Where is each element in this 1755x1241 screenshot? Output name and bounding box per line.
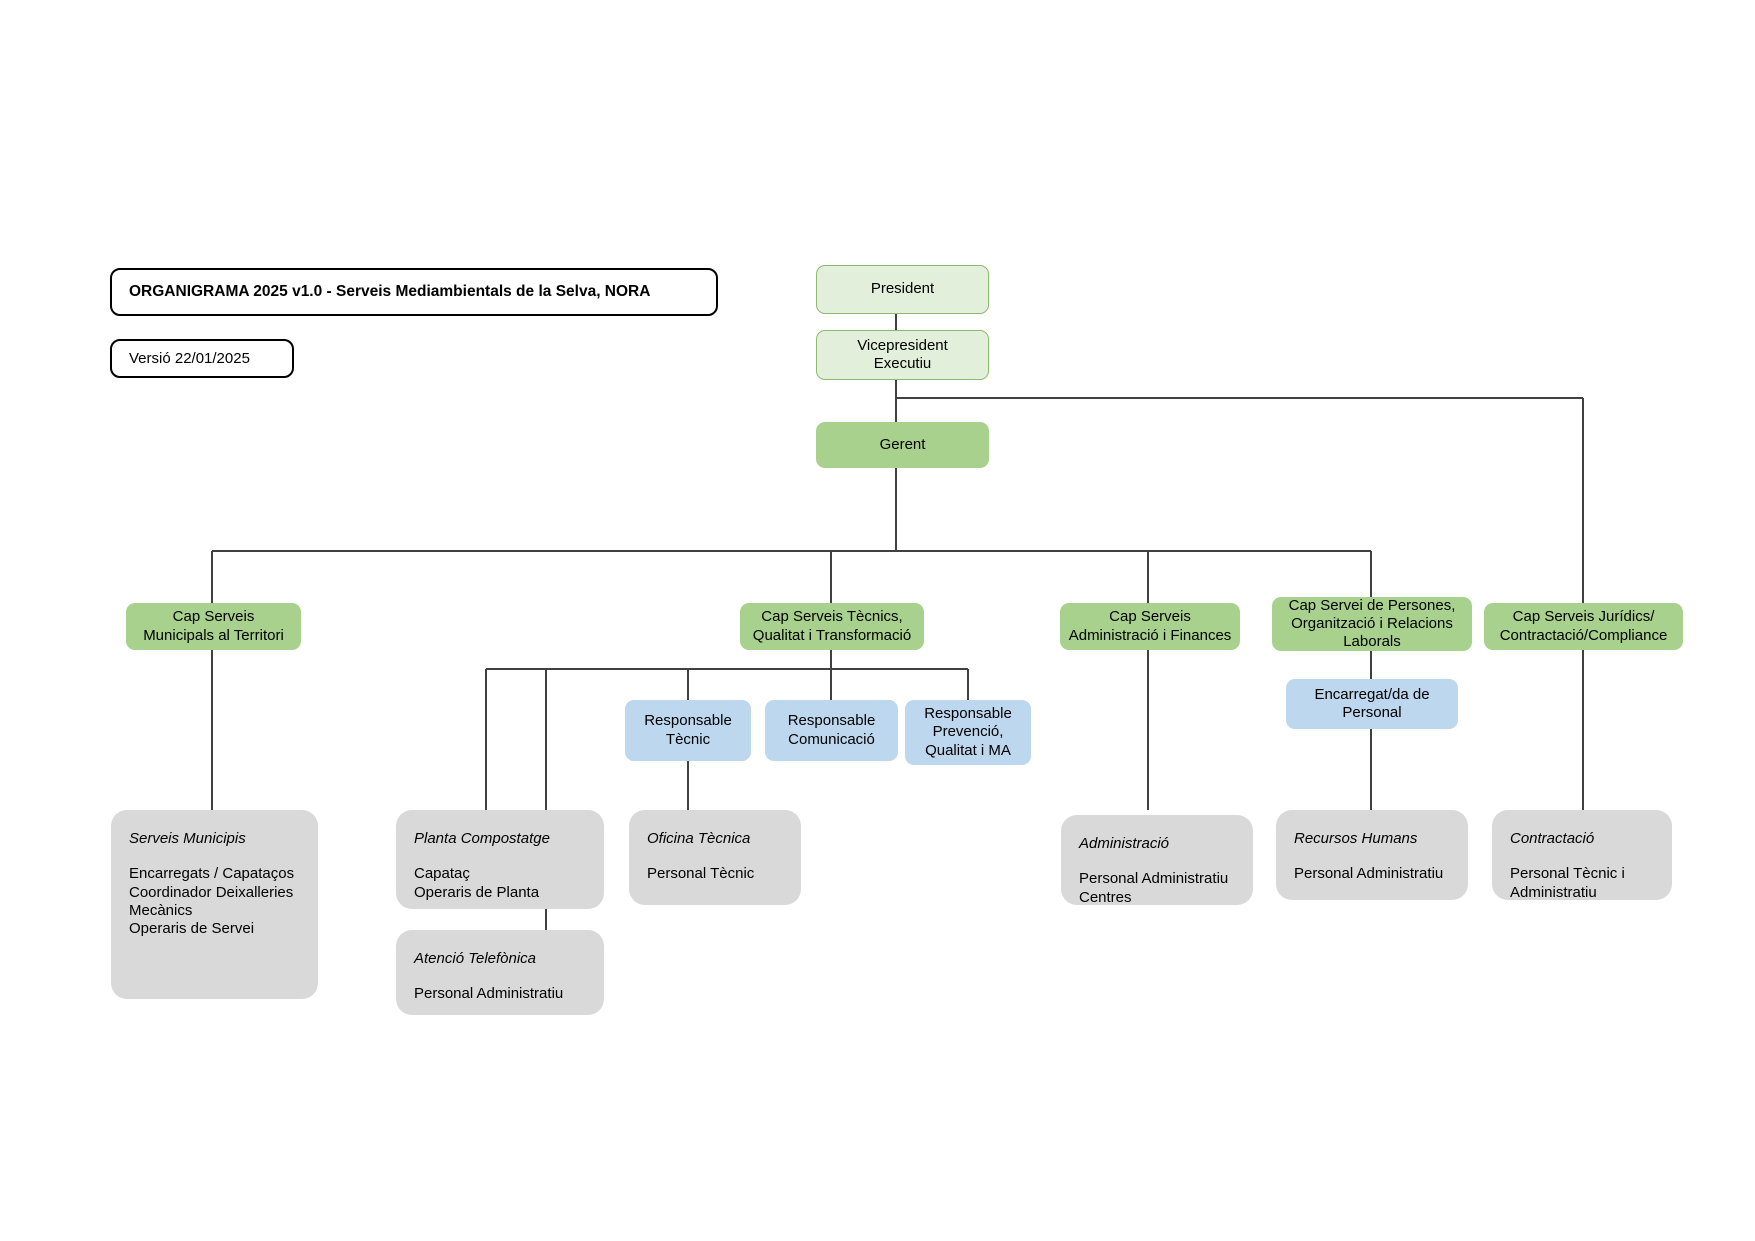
detail-recursos-humans: Recursos Humans Personal Administratiu <box>1276 810 1468 900</box>
node-cap-serveis-municipals[interactable]: Cap Serveis Municipals al Territori <box>126 603 301 650</box>
node-resp-comunicacio-label-1: Responsable <box>787 712 876 730</box>
node-president-label: President <box>870 280 935 298</box>
node-gerent[interactable]: Gerent <box>816 422 989 468</box>
node-cap-juridics-label-2: Contractació/Compliance <box>1499 626 1668 644</box>
detail-oficina-tecnica: Oficina Tècnica Personal Tècnic <box>629 810 801 905</box>
node-encarregat-personal-label-1: Encarregat/da de <box>1314 685 1430 703</box>
detail-planta-compostatge-header: Planta Compostatge <box>414 830 550 847</box>
node-cap-administracio-label-2: Administració i Finances <box>1068 626 1232 644</box>
detail-atencio-telefonica-item: Personal Administratiu <box>414 985 564 1003</box>
node-resp-prevencio-label-2: Prevenció, <box>932 723 1004 741</box>
detail-serveis-municipis-item: Operaris de Servei <box>129 920 255 938</box>
detail-contractacio-item: Personal Tècnic i <box>1510 865 1625 883</box>
node-cap-serveis-tecnics[interactable]: Cap Serveis Tècnics, Qualitat i Transfor… <box>740 603 924 650</box>
chart-title-text: ORGANIGRAMA 2025 v1.0 - Serveis Mediambi… <box>129 283 651 300</box>
detail-administracio-header: Administració <box>1079 835 1170 852</box>
detail-planta-compostatge-item: Operaris de Planta <box>414 883 540 901</box>
node-cap-tecnics-label-1: Cap Serveis Tècnics, <box>761 608 903 626</box>
node-resp-tecnic-label-1: Responsable <box>644 712 732 730</box>
detail-serveis-municipis-item: Encarregats / Capataços <box>129 865 295 883</box>
detail-contractacio: Contractació Personal Tècnic i Administr… <box>1492 810 1672 901</box>
node-gerent-label: Gerent <box>879 435 926 453</box>
detail-serveis-municipis-header: Serveis Municipis <box>129 830 246 847</box>
detail-contractacio-item: Administratiu <box>1510 883 1597 901</box>
node-cap-persones-label-1: Cap Servei de Persones, <box>1288 596 1456 614</box>
version-box: Versió 22/01/2025 <box>110 339 294 378</box>
detail-oficina-tecnica-header: Oficina Tècnica <box>647 830 751 847</box>
detail-administracio-item: Centres <box>1079 888 1132 906</box>
node-resp-prevencio-label-3: Qualitat i MA <box>925 741 1011 759</box>
node-cap-municipals-label-2: Municipals al Territori <box>143 626 284 644</box>
detail-recursos-humans-header: Recursos Humans <box>1294 830 1418 847</box>
node-cap-tecnics-label-2: Qualitat i Transformació <box>752 626 912 644</box>
node-cap-administracio-label-1: Cap Serveis <box>1109 608 1191 626</box>
chart-title-box: ORGANIGRAMA 2025 v1.0 - Serveis Mediambi… <box>110 268 718 316</box>
detail-oficina-tecnica-item: Personal Tècnic <box>647 865 755 883</box>
node-vicepresident-label-1: Vicepresident <box>857 336 948 354</box>
node-president[interactable]: President <box>816 265 989 314</box>
node-responsable-comunicacio[interactable]: Responsable Comunicació <box>765 700 898 761</box>
node-resp-prevencio-label-1: Responsable <box>924 705 1012 723</box>
node-vicepresident[interactable]: Vicepresident Executiu <box>816 330 989 380</box>
detail-administracio-item: Personal Administratiu <box>1079 870 1229 888</box>
node-resp-comunicacio-label-2: Comunicació <box>788 730 875 748</box>
detail-serveis-municipis-item: Coordinador Deixalleries <box>129 883 294 901</box>
detail-planta-compostatge: Planta Compostatge Capataç Operaris de P… <box>396 810 604 909</box>
node-vicepresident-label-2: Executiu <box>873 355 932 372</box>
node-cap-serveis-administracio[interactable]: Cap Serveis Administració i Finances <box>1060 603 1240 650</box>
node-cap-servei-persones[interactable]: Cap Servei de Persones, Organització i R… <box>1272 597 1472 651</box>
detail-administracio: Administració Personal Administratiu Cen… <box>1061 815 1253 906</box>
node-responsable-tecnic[interactable]: Responsable Tècnic <box>625 700 751 761</box>
detail-planta-compostatge-item: Capataç <box>414 865 470 883</box>
detail-serveis-municipis: Serveis Municipis Encarregats / Capataço… <box>111 810 318 999</box>
detail-atencio-telefonica: Atenció Telefònica Personal Administrati… <box>396 930 604 1015</box>
node-cap-municipals-label-1: Cap Serveis <box>172 608 255 626</box>
node-resp-tecnic-label-2: Tècnic <box>665 730 711 748</box>
node-encarregat-personal-label-2: Personal <box>1342 704 1402 721</box>
node-cap-persones-label-2: Organització i Relacions <box>1291 614 1453 632</box>
node-responsable-prevencio[interactable]: Responsable Prevenció, Qualitat i MA <box>905 700 1031 765</box>
node-cap-juridics-label-1: Cap Serveis Jurídics/ <box>1512 608 1655 626</box>
detail-atencio-telefonica-header: Atenció Telefònica <box>414 950 537 967</box>
version-text: Versió 22/01/2025 <box>129 350 250 367</box>
node-encarregat-personal[interactable]: Encarregat/da de Personal <box>1286 679 1458 729</box>
node-cap-persones-label-3: Laborals <box>1343 633 1401 651</box>
detail-recursos-humans-item: Personal Administratiu <box>1294 865 1444 883</box>
detail-contractacio-header: Contractació <box>1510 830 1595 847</box>
detail-serveis-municipis-item: Mecànics <box>129 901 193 919</box>
node-cap-serveis-juridics[interactable]: Cap Serveis Jurídics/ Contractació/Compl… <box>1484 603 1683 650</box>
